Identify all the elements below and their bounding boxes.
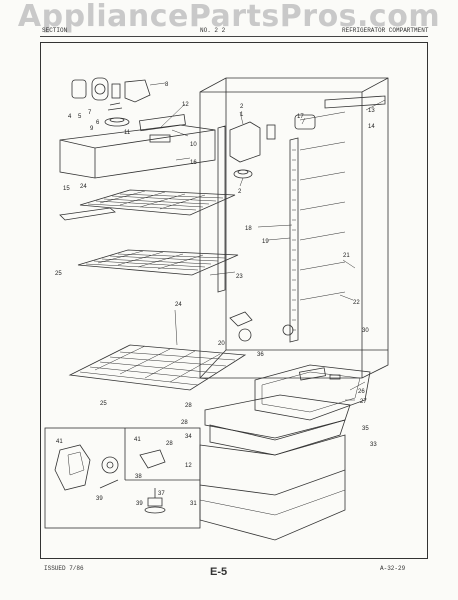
footer-page-number: E-5	[210, 566, 228, 578]
callout-30: 30	[362, 328, 369, 334]
callout-2-lower: 2	[238, 189, 242, 195]
callout-16: 16	[190, 160, 197, 166]
roller-parts	[229, 311, 341, 380]
callout-33: 33	[370, 442, 377, 448]
shelf-ladder	[217, 125, 299, 343]
callout-2-top: 2	[240, 104, 244, 110]
callout-1: 1	[240, 112, 244, 118]
header-section: SECTION	[42, 27, 68, 34]
callout-15: 15	[63, 186, 70, 192]
callout-27: 27	[360, 399, 367, 405]
callout-37: 37	[158, 491, 165, 497]
callout-39-right: 39	[136, 501, 143, 507]
callout-24-upper: 24	[80, 184, 87, 190]
footer-code: A-32-29	[380, 565, 406, 572]
callout-23: 23	[236, 274, 243, 280]
callout-25-upper: 25	[55, 271, 62, 277]
callout-7: 7	[88, 110, 92, 116]
callout-22: 22	[353, 300, 360, 306]
callout-18: 18	[245, 226, 252, 232]
callout-28: 28	[181, 420, 188, 426]
callout-21: 21	[343, 253, 350, 259]
callout-6: 6	[96, 120, 100, 126]
callout-9: 9	[90, 126, 94, 132]
callout-35: 35	[362, 426, 369, 432]
callout-17: 17	[297, 114, 304, 120]
header-number: NO. 2 2	[200, 27, 226, 34]
callout-12-lower: 12	[185, 463, 192, 469]
callout-12: 12	[182, 102, 189, 108]
callout-24-lower: 24	[175, 302, 182, 308]
watermark: AppliancePartsPros.com	[17, 0, 441, 34]
callout-40-right: 41	[134, 437, 141, 443]
wire-shelf-lower	[68, 344, 247, 391]
callout-26: 26	[358, 389, 365, 395]
callout-39-left: 39	[96, 496, 103, 502]
wire-shelf-middle	[77, 249, 239, 276]
inset-detail	[44, 427, 201, 529]
callout-4: 4	[68, 114, 72, 120]
callout-11: 11	[124, 130, 131, 136]
callout-14: 14	[368, 124, 375, 130]
callout-29: 28	[185, 403, 192, 409]
light-parts	[71, 77, 151, 127]
header-rule	[40, 36, 428, 37]
diagram-frame	[40, 42, 428, 559]
control-housing	[59, 114, 216, 179]
callout-13: 13	[368, 108, 375, 114]
callout-36: 36	[257, 352, 264, 358]
callout-19: 19	[262, 239, 269, 245]
callout-34: 34	[185, 434, 192, 440]
callout-25-lower: 25	[100, 401, 107, 407]
callout-20: 20	[218, 341, 225, 347]
leader-lines	[149, 82, 386, 401]
callout-5: 5	[78, 114, 82, 120]
header-title: REFRIGERATOR COMPARTMENT	[342, 27, 429, 34]
callout-31: 31	[190, 501, 197, 507]
callout-10: 10	[190, 142, 197, 148]
wire-shelf-upper	[59, 189, 236, 221]
callout-8: 8	[165, 82, 169, 88]
callout-38: 38	[135, 474, 142, 480]
footer-issued: ISSUED 7/86	[44, 565, 84, 572]
callout-40-left: 41	[56, 439, 63, 445]
callout-29-inset: 28	[166, 441, 173, 447]
